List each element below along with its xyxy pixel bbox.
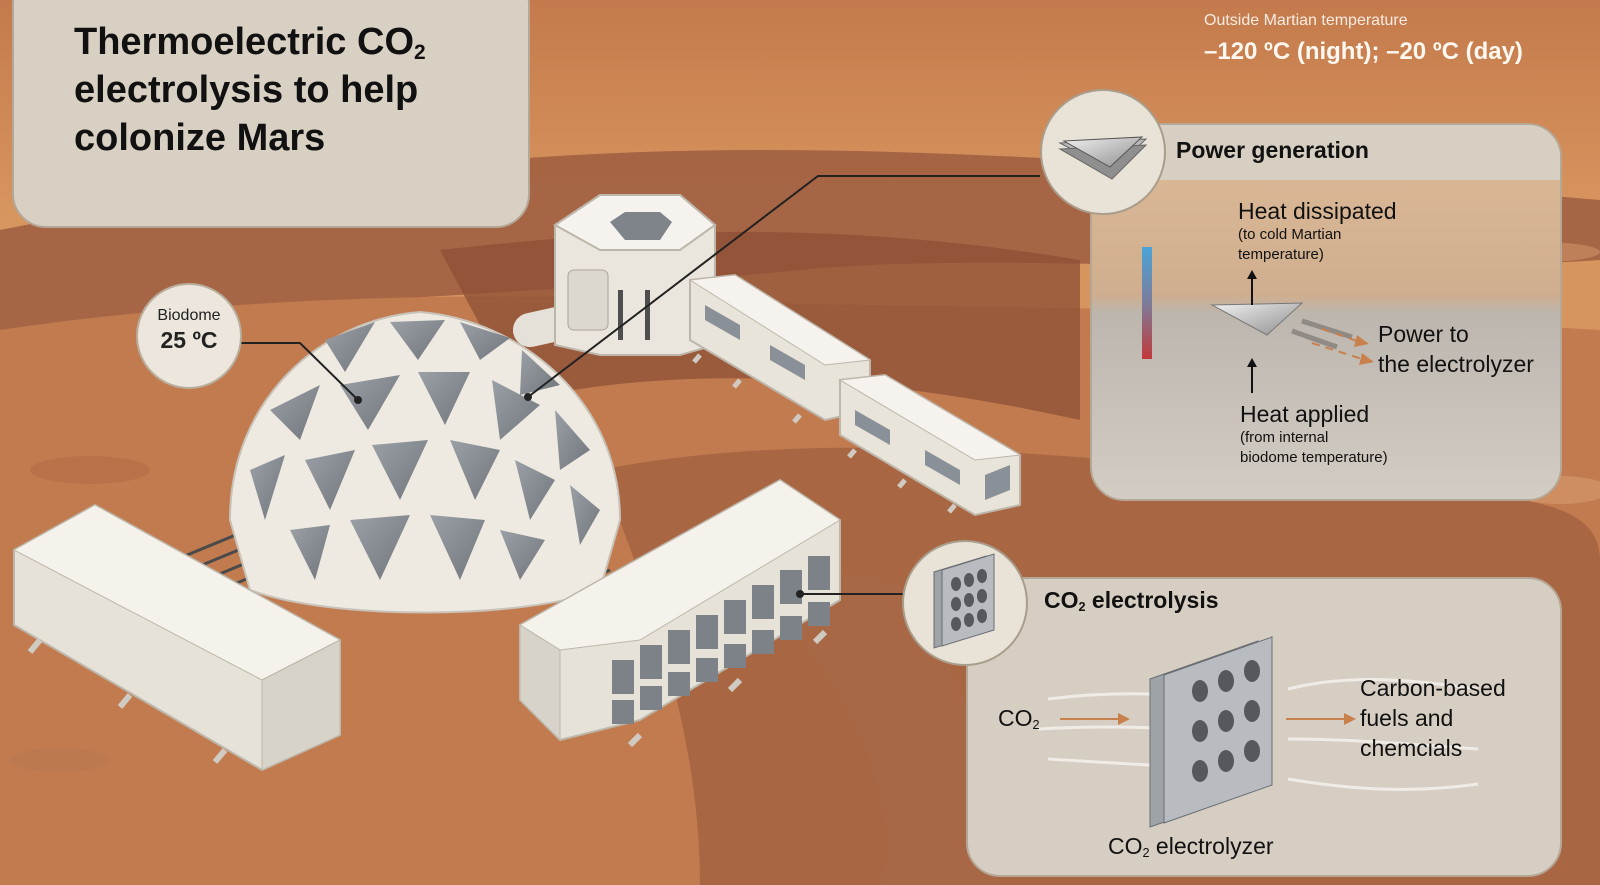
- title-panel: [12, 0, 530, 228]
- power-panel-artwork: [1092, 125, 1560, 499]
- tube-module-upper: [688, 273, 872, 424]
- electrolyzer-module: [519, 478, 841, 748]
- outside-temperature-label: Outside Martian temperature: [1204, 12, 1408, 29]
- habitat-module: [513, 194, 717, 356]
- biodome-structure: [228, 310, 622, 614]
- co2-panel-artwork: [1037, 636, 1479, 828]
- biodome-callout: Biodome 25 ºC: [136, 283, 242, 389]
- temperature-bar-icon: [1142, 247, 1152, 359]
- page-title: Thermoelectric CO2 electrolysis to help …: [74, 21, 426, 159]
- co2-input-label: CO2: [998, 705, 1040, 733]
- storage-module-left: [12, 503, 342, 772]
- co2-electrolyzer-label: CO2 electrolyzer: [1108, 833, 1274, 861]
- electrolyzer-stack-icon: [933, 553, 995, 649]
- outside-temperature-value: –120 ºC (night); –20 ºC (day): [1204, 38, 1523, 65]
- power-generation-icon-circle: [1040, 89, 1166, 215]
- biodome-label: Biodome: [157, 307, 221, 324]
- heat-applied-label: Heat applied: [1240, 401, 1370, 427]
- co2-electrolysis-icon-circle: [902, 540, 1028, 666]
- thermoelectric-plate-icon: [1058, 136, 1148, 180]
- electrolyzer-stack-icon: [1149, 636, 1273, 828]
- power-generation-heading: Power generation: [1176, 137, 1369, 163]
- co2-electrolysis-heading: CO2 electrolysis: [1044, 587, 1219, 615]
- heat-dissipated-label: Heat dissipated: [1238, 198, 1397, 224]
- tube-module-lower: [838, 373, 1022, 517]
- thermoelectric-plate-icon: [1210, 302, 1304, 336]
- biodome-temperature: 25 ºC: [160, 327, 218, 353]
- power-generation-panel: Power generation Heat dissipated (to col…: [1090, 123, 1562, 501]
